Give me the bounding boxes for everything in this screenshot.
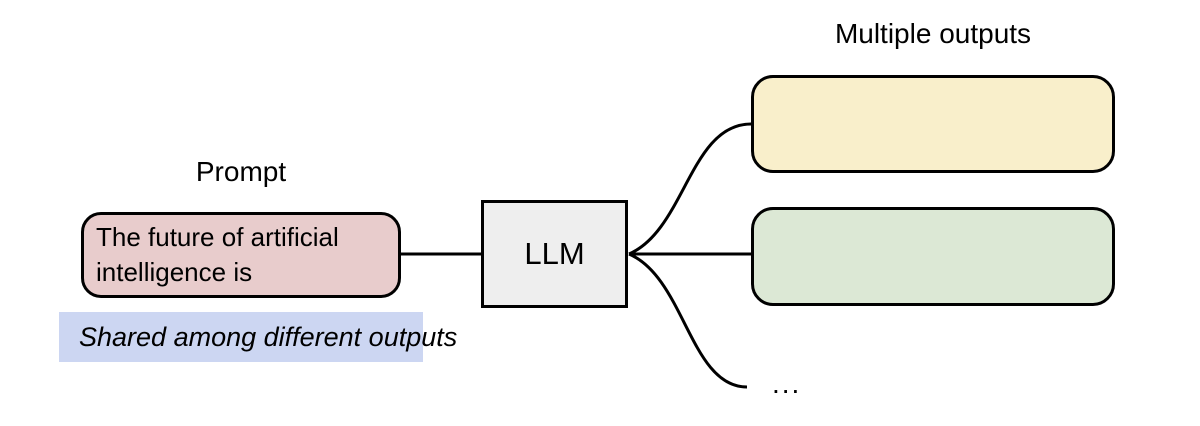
multiple-outputs-label: Multiple outputs [834, 18, 1032, 49]
connector-llm-to-output-1 [628, 122, 752, 256]
more-outputs-ellipsis: ... [772, 368, 802, 399]
shared-note: Shared among different outputs [59, 312, 457, 362]
prompt-box-text: The future of artificial intelligence is [96, 222, 339, 287]
llm-box: LLM [481, 200, 628, 308]
prompt-box: The future of artificial intelligence is [81, 212, 401, 298]
output-box-2 [751, 207, 1115, 306]
connector-llm-to-ellipsis [628, 252, 748, 389]
output-box-1 [751, 75, 1115, 173]
prompt-label: Prompt [195, 156, 287, 187]
